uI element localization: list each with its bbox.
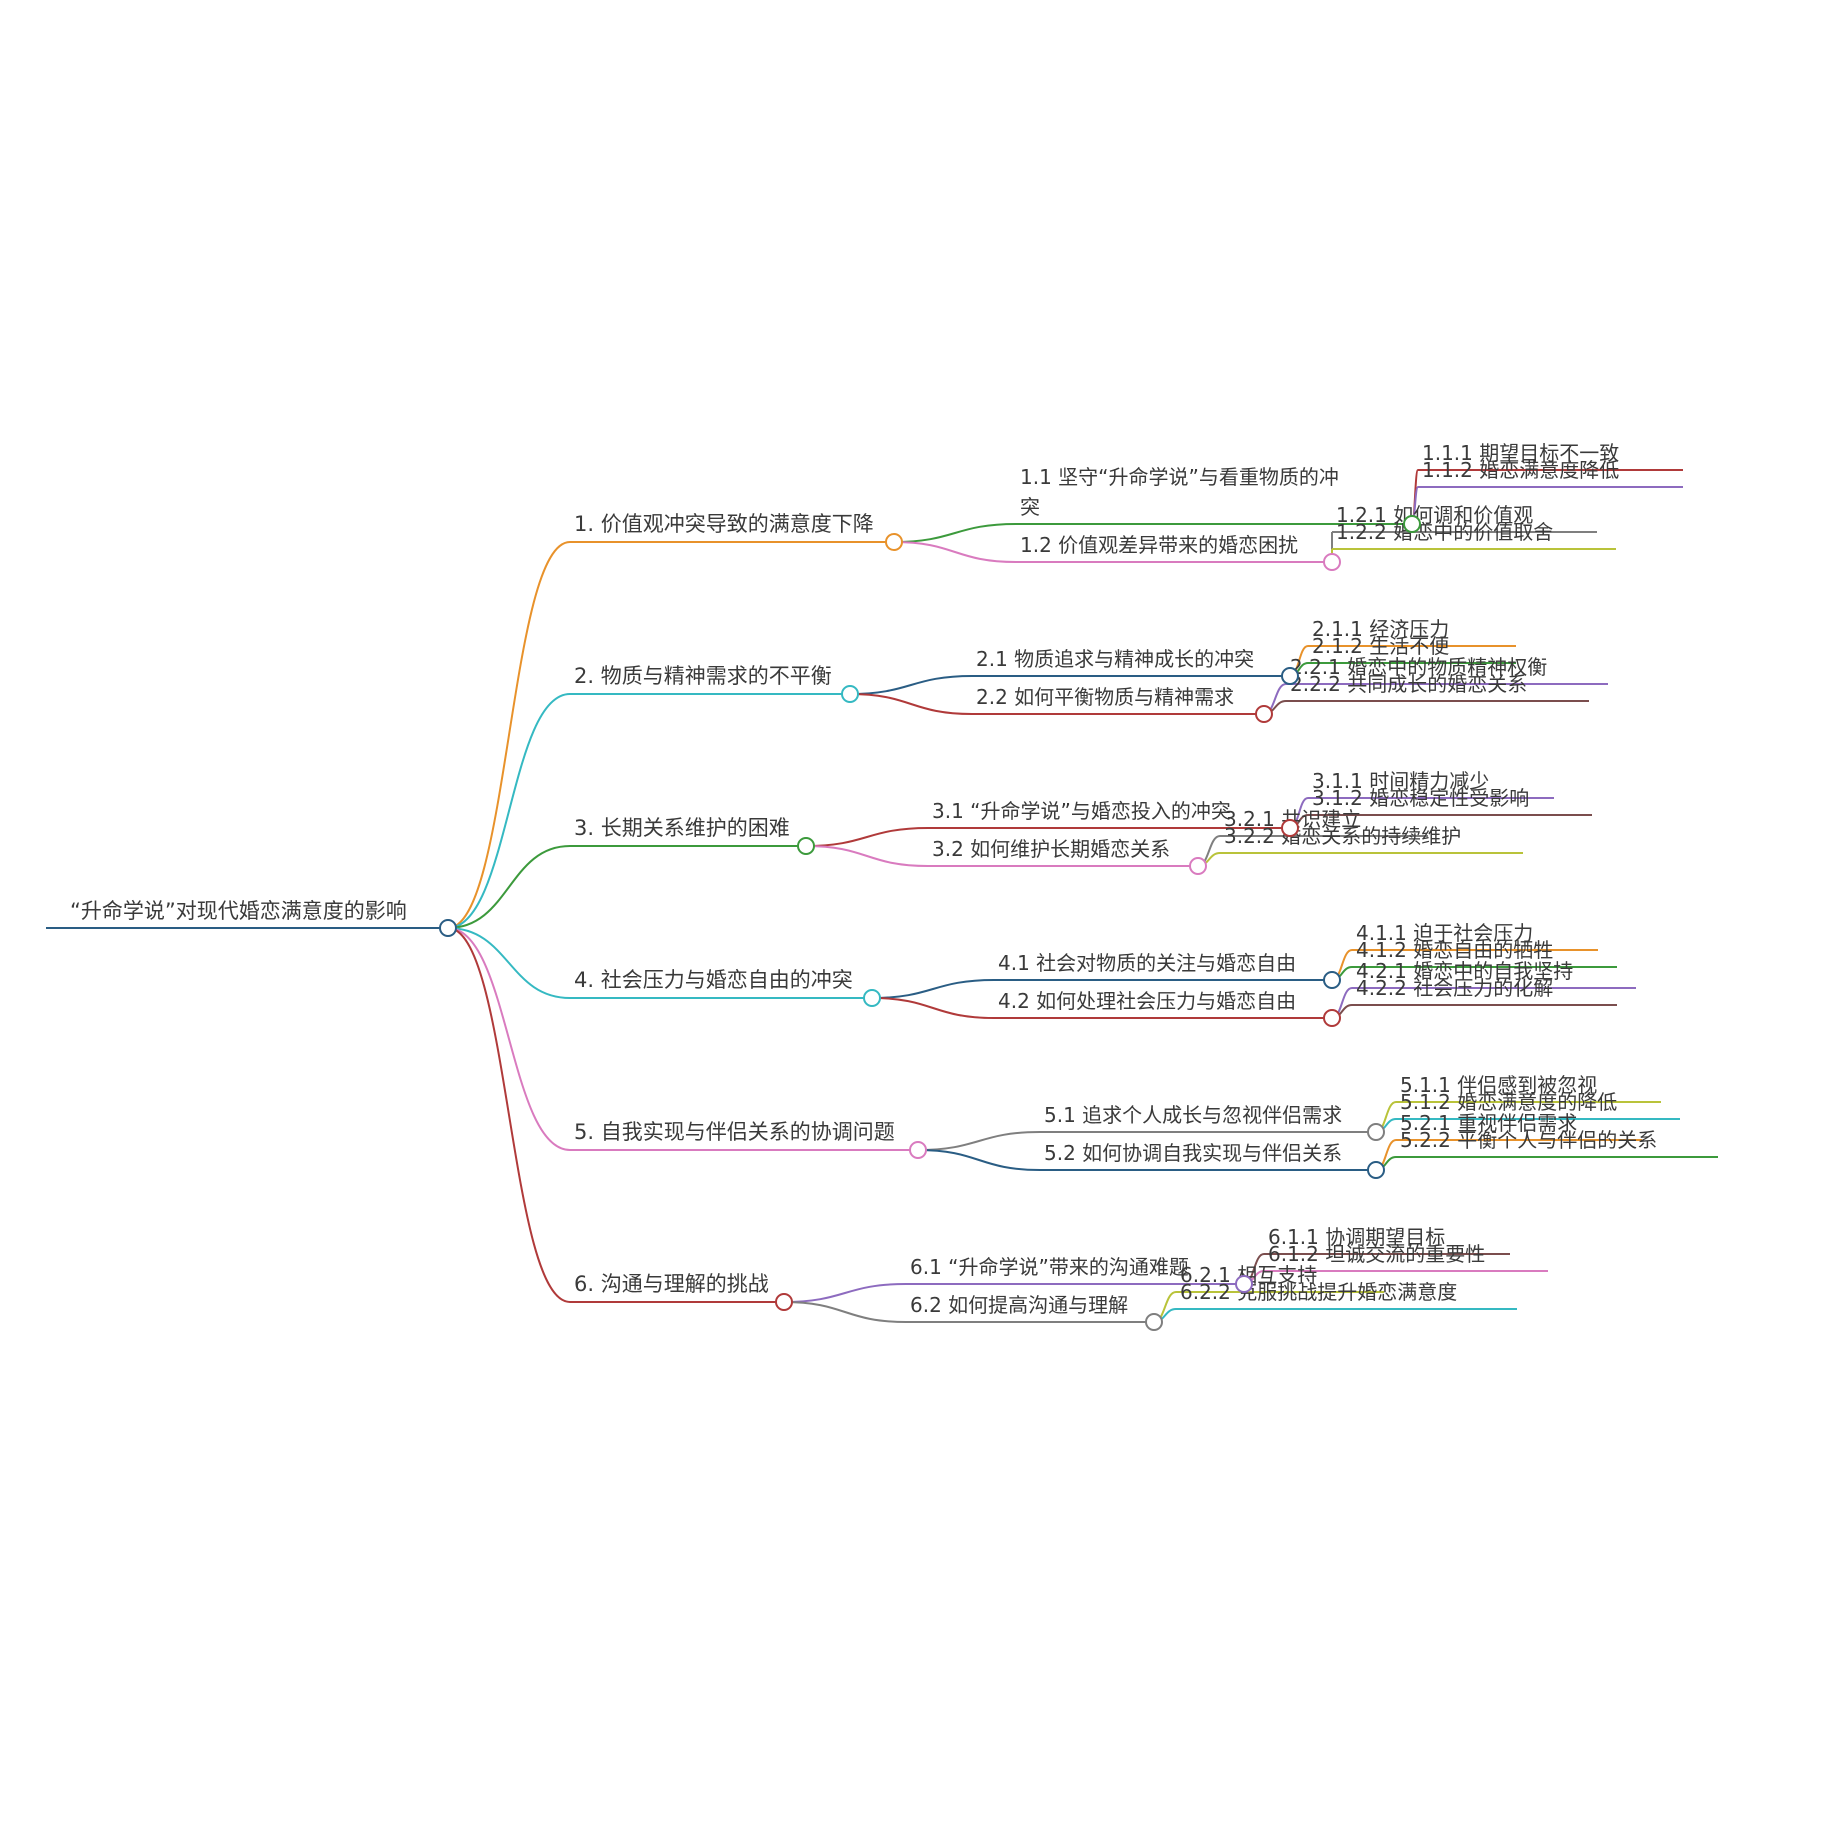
branch-node-circle[interactable] (775, 1293, 793, 1311)
leaf-topic: 4.1.1 迫于社会压力 (1356, 921, 1533, 945)
leaf-topic: 6.1.2 坦诚交流的重要性 (1268, 1242, 1485, 1266)
subtopic-connector (893, 541, 1017, 563)
subtopic-node-circle[interactable] (1323, 971, 1341, 989)
underline-layer (46, 469, 1718, 1323)
leaf-topic: 2.2.1 婚恋中的物质精神权衡 (1290, 655, 1547, 679)
branch-topic: 4. 社会压力与婚恋自由的冲突 (574, 968, 853, 992)
subtopic-node-circle[interactable] (1281, 667, 1299, 685)
branch-topic: 5. 自我实现与伴侣关系的协调问题 (574, 1120, 895, 1144)
branch-connector (447, 927, 571, 999)
branch-node-circle[interactable] (841, 685, 859, 703)
branch-node-circle[interactable] (885, 533, 903, 551)
subtopic-connector (805, 845, 929, 867)
branch-connector (447, 693, 571, 929)
leaf-topic: 3.1.1 时间精力减少 (1312, 769, 1489, 793)
leaf-topic: 1.2.1 如何调和价值观 (1336, 503, 1533, 527)
subtopic-connector (849, 693, 973, 715)
leaf-topic: 6.2.2 克服挑战提升婚恋满意度 (1180, 1280, 1457, 1304)
subtopic-connector (783, 1301, 907, 1323)
leaf-topic: 5.1.1 伴侣感到被忽视 (1400, 1073, 1597, 1097)
leaf-topic: 5.2.1 重视伴侣需求 (1400, 1111, 1577, 1135)
leaf-topic: 3.2.2 婚恋关系的持续维护 (1224, 824, 1461, 848)
subtopic-label: 1.1 坚守“升命学说”与看重物质的冲 (1020, 465, 1339, 489)
subtopic-connector (871, 979, 995, 999)
leaf-topic: 6.1.1 协调期望目标 (1268, 1225, 1445, 1249)
subtopic-node-circle[interactable] (1323, 1009, 1341, 1027)
subtopic-label: 2.1 物质追求与精神成长的冲突 (976, 647, 1254, 671)
branch-connector (447, 927, 571, 1303)
subtopic-node-circle[interactable] (1281, 819, 1299, 837)
leaf-topic: 4.2.1 婚恋中的自我坚持 (1356, 959, 1573, 983)
subtopic-label: 3.1 “升命学说”与婚恋投入的冲突 (932, 799, 1231, 823)
subtopic-label: 4.2 如何处理社会压力与婚恋自由 (998, 989, 1296, 1013)
branch-node-circle[interactable] (797, 837, 815, 855)
subtopic-node-circle[interactable] (1323, 553, 1341, 571)
branch-connector (447, 541, 571, 929)
subtopic-label: 5.2 如何协调自我实现与伴侣关系 (1044, 1141, 1342, 1165)
leaf-topic: 1.1.2 婚恋满意度降低 (1422, 458, 1619, 482)
subtopic-label: 1.2 价值观差异带来的婚恋困扰 (1020, 533, 1298, 557)
branch-topic: 1. 价值观冲突导致的满意度下降 (574, 512, 874, 536)
branch-connector (447, 845, 571, 929)
branch-topic: 6. 沟通与理解的挑战 (574, 1272, 769, 1296)
subtopic-connector (805, 827, 929, 847)
root-topic: “升命学说”对现代婚恋满意度的影响 (70, 899, 407, 923)
subtopic-label: 6.1 “升命学说”带来的沟通难题 (910, 1255, 1189, 1279)
subtopic-connector (849, 675, 973, 695)
subtopic-node-circle[interactable] (1403, 515, 1421, 533)
root-node-circle[interactable] (439, 919, 457, 937)
subtopic-connector (917, 1149, 1041, 1171)
leaf-topic: 5.2.2 平衡个人与伴侣的关系 (1400, 1128, 1657, 1152)
subtopic-node-circle[interactable] (1367, 1123, 1385, 1141)
subtopic-label: 突 (1020, 495, 1040, 519)
subtopic-connector (917, 1131, 1041, 1151)
subtopic-label: 6.2 如何提高沟通与理解 (910, 1293, 1128, 1317)
subtopic-label: 2.2 如何平衡物质与精神需求 (976, 685, 1234, 709)
leaf-topic: 2.1.2 生活不便 (1312, 634, 1449, 658)
subtopic-label: 3.2 如何维护长期婚恋关系 (932, 837, 1170, 861)
branch-connector (447, 927, 571, 1151)
subtopic-node-circle[interactable] (1255, 705, 1273, 723)
subtopic-label: 5.1 追求个人成长与忽视伴侣需求 (1044, 1103, 1342, 1127)
leaf-topic: 1.1.1 期望目标不一致 (1422, 441, 1619, 465)
node-circle-layer (439, 515, 1421, 1331)
branch-topic: 2. 物质与精神需求的不平衡 (574, 664, 832, 688)
leaf-topic: 3.1.2 婚恋稳定性受影响 (1312, 786, 1529, 810)
leaf-topic: 2.1.1 经济压力 (1312, 617, 1449, 641)
leaf-topic: 4.2.2 社会压力的化解 (1356, 976, 1553, 1000)
leaf-topic: 2.2.2 共同成长的婚恋关系 (1290, 672, 1527, 696)
branch-node-circle[interactable] (909, 1141, 927, 1159)
subtopic-connector (871, 997, 995, 1019)
subtopic-connector (893, 523, 1017, 543)
connector-layer (447, 469, 1419, 1323)
branch-topic: 3. 长期关系维护的困难 (574, 816, 790, 840)
branch-node-circle[interactable] (863, 989, 881, 1007)
subtopic-connector (783, 1283, 907, 1303)
subtopic-node-circle[interactable] (1145, 1313, 1163, 1331)
subtopic-node-circle[interactable] (1367, 1161, 1385, 1179)
subtopic-node-circle[interactable] (1189, 857, 1207, 875)
leaf-topic: 5.1.2 婚恋满意度的降低 (1400, 1090, 1617, 1114)
subtopic-node-circle[interactable] (1235, 1275, 1253, 1293)
leaf-topic: 4.1.2 婚恋自由的牺牲 (1356, 938, 1553, 962)
leaf-topic: 1.2.2 婚恋中的价值取舍 (1336, 520, 1553, 544)
subtopic-label: 4.1 社会对物质的关注与婚恋自由 (998, 951, 1296, 975)
label-layer: “升命学说”对现代婚恋满意度的影响 1. 价值观冲突导致的满意度下降 1.1 坚守“… (70, 441, 1657, 1317)
